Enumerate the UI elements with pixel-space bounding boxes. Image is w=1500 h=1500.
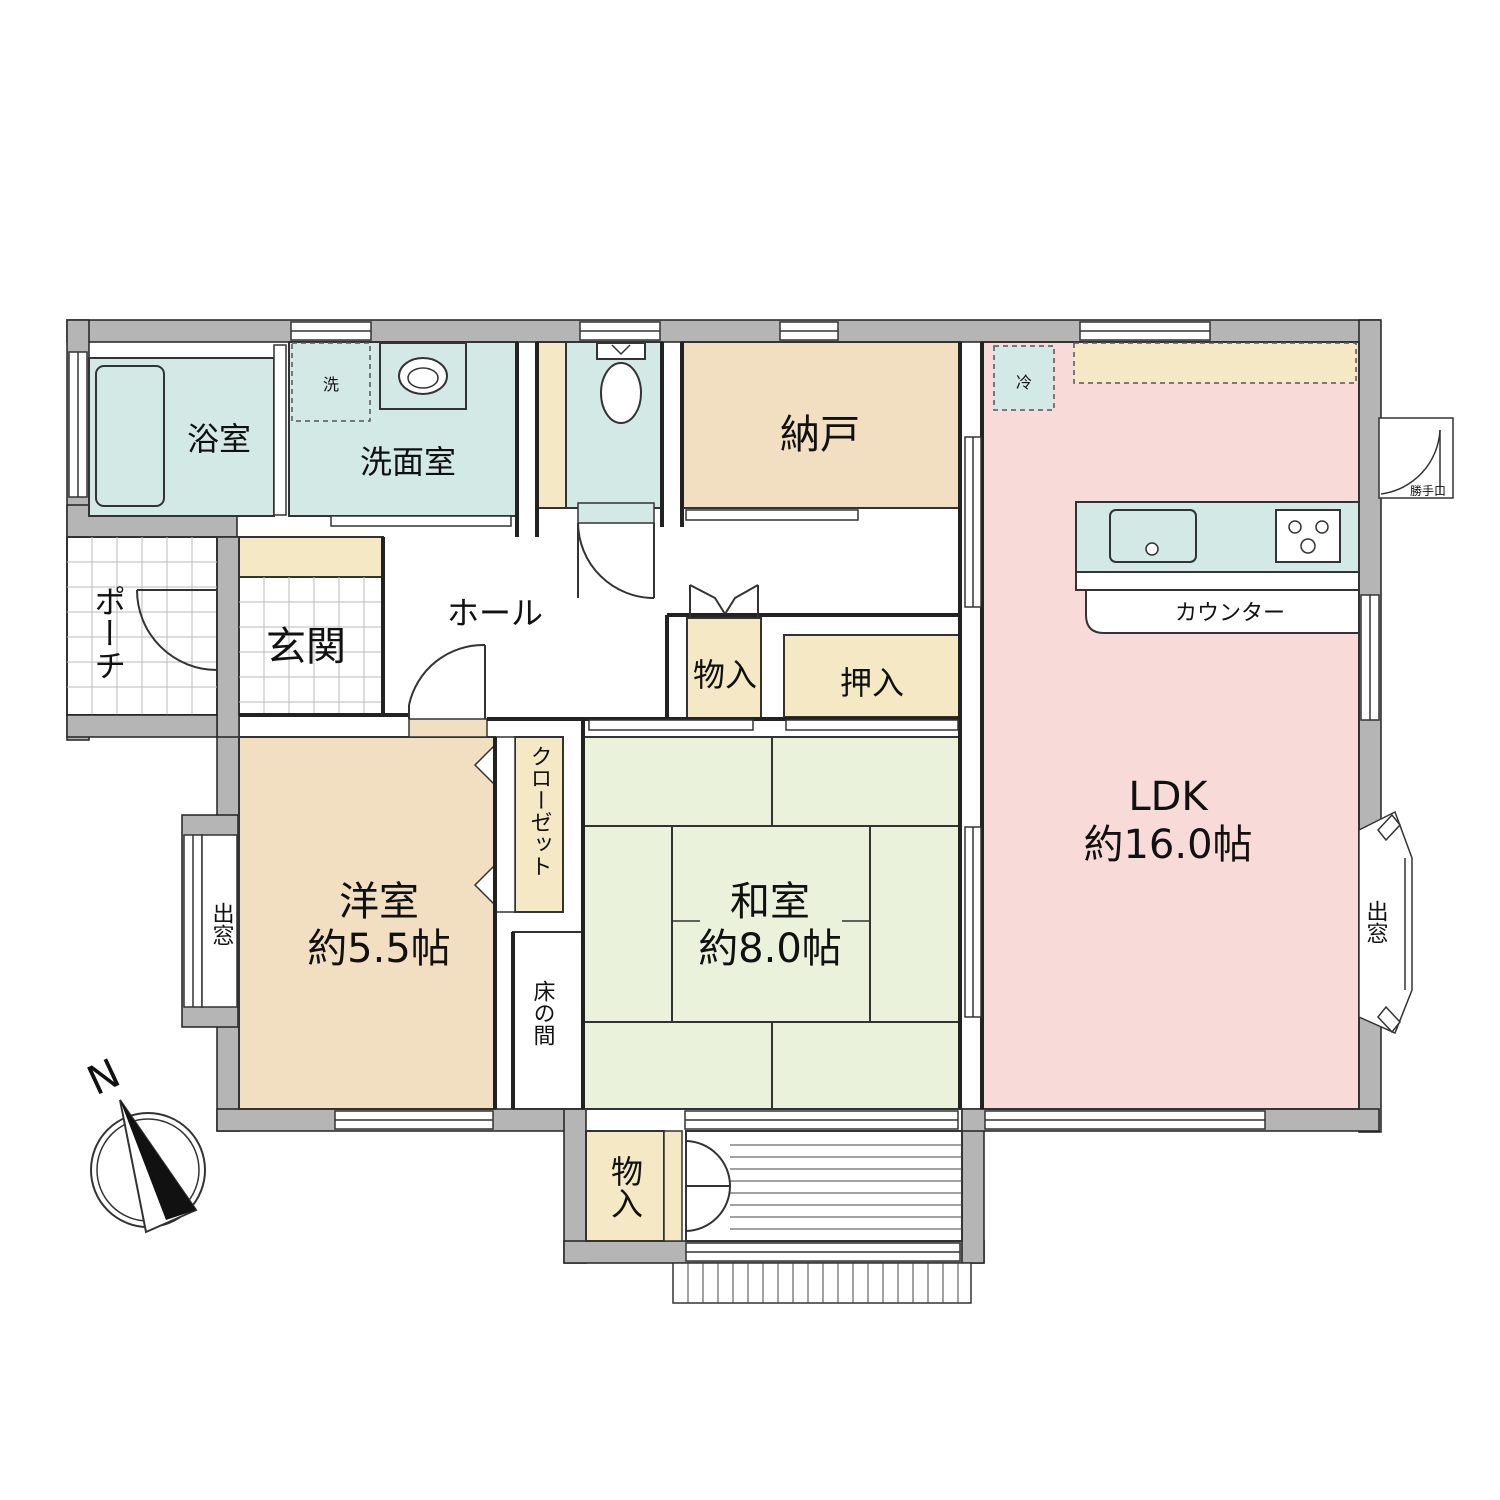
washer-label: 洗 [323, 375, 339, 394]
windows [68, 321, 1380, 1262]
kitchen-exit-label: 勝手口 [1410, 483, 1446, 498]
compass-north-label: N [81, 1051, 128, 1105]
toilet-icon [596, 342, 646, 424]
storage-hall [686, 617, 762, 719]
step-deck [672, 1262, 972, 1304]
ldk-size: 約16.0帖 [1083, 822, 1252, 868]
washroom-label: 洗面室 [360, 443, 456, 481]
porch-label: ポーチ [89, 585, 127, 681]
upper-cabinet [1073, 342, 1357, 384]
closet-track [494, 736, 516, 913]
toilet-shelf [536, 341, 567, 509]
door-swings [136, 522, 759, 1232]
kitchen-sink-icon [1109, 509, 1197, 563]
western-doorstep [408, 718, 488, 738]
veranda [685, 1130, 963, 1242]
counter-label: カウンター [1175, 601, 1285, 626]
washer-space [291, 342, 371, 422]
bay-window-right-label: 出窓 [1363, 900, 1388, 944]
kitchen-exit-door [1378, 417, 1454, 499]
entrance-label: 玄関 [266, 624, 346, 670]
sink-icon [398, 357, 448, 395]
hall-label: ホール [447, 594, 543, 632]
toilet-step [577, 502, 655, 524]
entrance-floor [238, 576, 384, 716]
tokonoma-label: 床の間 [530, 980, 556, 1046]
closet [514, 736, 564, 913]
japanese-room [582, 736, 961, 1110]
interior-walls [239, 342, 984, 1109]
western-room [238, 736, 496, 1110]
storeroom-label: 納戸 [780, 412, 860, 458]
storeroom [681, 341, 961, 509]
japanese-room-size: 約8.0帖 [698, 926, 842, 972]
bay-window-left [201, 834, 238, 1008]
closet-label: クローゼット [527, 745, 552, 877]
compass-icon [90, 1099, 206, 1234]
oshiire-closet [783, 634, 961, 718]
storage-bottom [585, 1130, 665, 1242]
ldk-label: LDK [1128, 774, 1209, 820]
bay-window-right [1358, 810, 1413, 1035]
fridge-label: 冷 [1016, 373, 1032, 392]
japanese-room-label: 和室 [730, 879, 810, 925]
western-room-label: 洋室 [339, 879, 419, 925]
bathroom-label: 浴室 [187, 420, 251, 458]
counter-bar [1085, 589, 1360, 634]
stove-icon [1275, 509, 1341, 563]
fridge-space [993, 345, 1055, 411]
ldk-room [981, 341, 1360, 1110]
western-room-size: 約5.5帖 [307, 926, 451, 972]
oshiire-label: 押入 [840, 664, 904, 702]
sliding-doors [273, 344, 959, 731]
tokonoma [512, 931, 584, 1110]
entrance-shelf [238, 536, 384, 578]
counter-top [1075, 571, 1360, 591]
bay-window-left-label: 出窓 [209, 902, 234, 946]
storage-bottom-label: 物入 [606, 1155, 644, 1219]
bathtub [95, 365, 165, 507]
storage-hall-label: 物入 [693, 656, 757, 694]
